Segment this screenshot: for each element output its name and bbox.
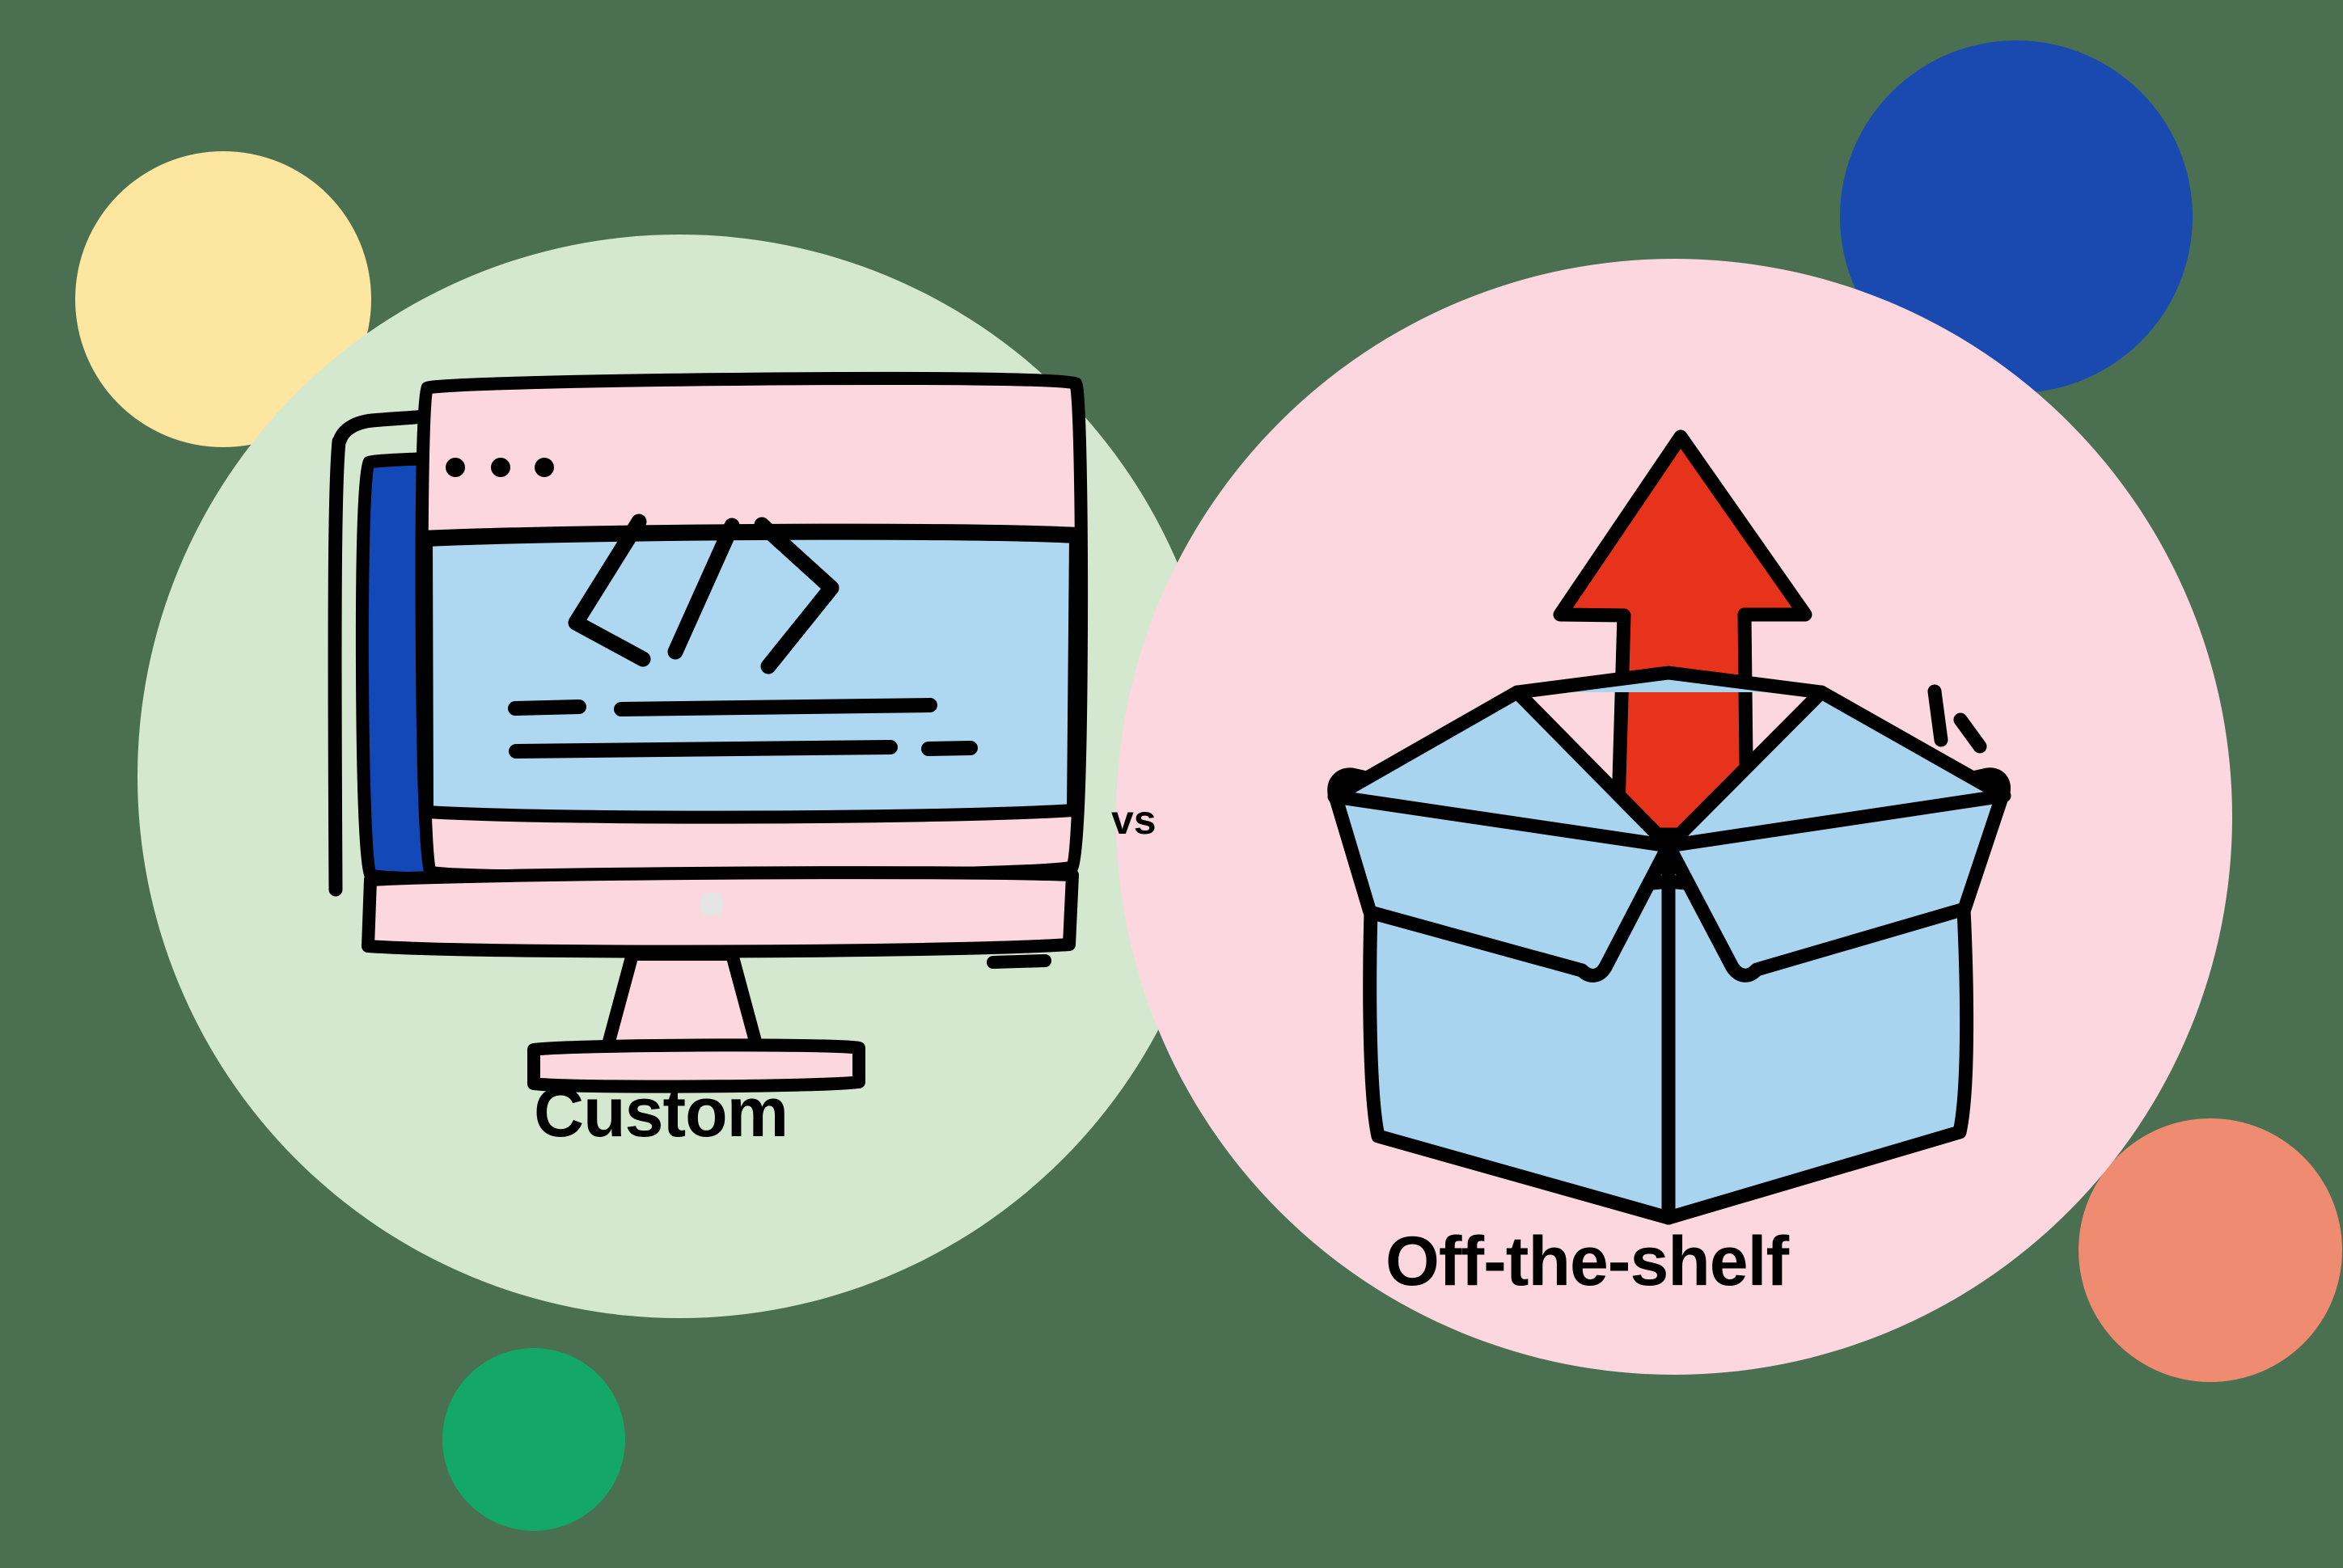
box-top-back-ridge	[1510, 666, 1829, 699]
screen-text-line	[614, 698, 937, 716]
monitor-stand-base	[527, 1038, 865, 1093]
monitor-side-dash	[987, 954, 1051, 969]
motion-mark-icon	[1927, 684, 1948, 747]
versus-separator-label: vs	[1111, 797, 1157, 843]
code-angle-right-icon	[754, 517, 840, 674]
window-dot-icon	[491, 458, 510, 477]
coral-circle-icon	[2079, 1118, 2342, 1382]
window-dot-icon	[535, 458, 554, 477]
window-dot-icon	[446, 458, 465, 477]
box-illustration	[1327, 429, 2011, 1225]
blue-circle-icon	[1840, 40, 2193, 393]
monitor-illustration	[328, 371, 1089, 1093]
screen-text-dash	[921, 741, 978, 756]
right-option-label: Off-the-shelf	[1385, 1223, 1789, 1300]
code-slash-icon	[667, 518, 740, 660]
motion-mark-icon	[1953, 712, 1987, 754]
monitor-power-indicator-icon	[700, 893, 723, 915]
box-flap-back-right	[1661, 685, 2011, 853]
box-flap-back-left	[1327, 685, 1676, 853]
monitor-screen	[420, 526, 1082, 824]
code-angle-left-icon	[568, 514, 651, 667]
screen-text-dash	[508, 699, 586, 716]
yellow-circle-icon	[75, 151, 371, 447]
screen-text-line	[509, 740, 898, 759]
emerald-circle-icon	[442, 1348, 625, 1531]
left-option-label: Custom	[534, 1074, 789, 1152]
monitor-corner-bracket-stem-icon	[328, 434, 346, 897]
